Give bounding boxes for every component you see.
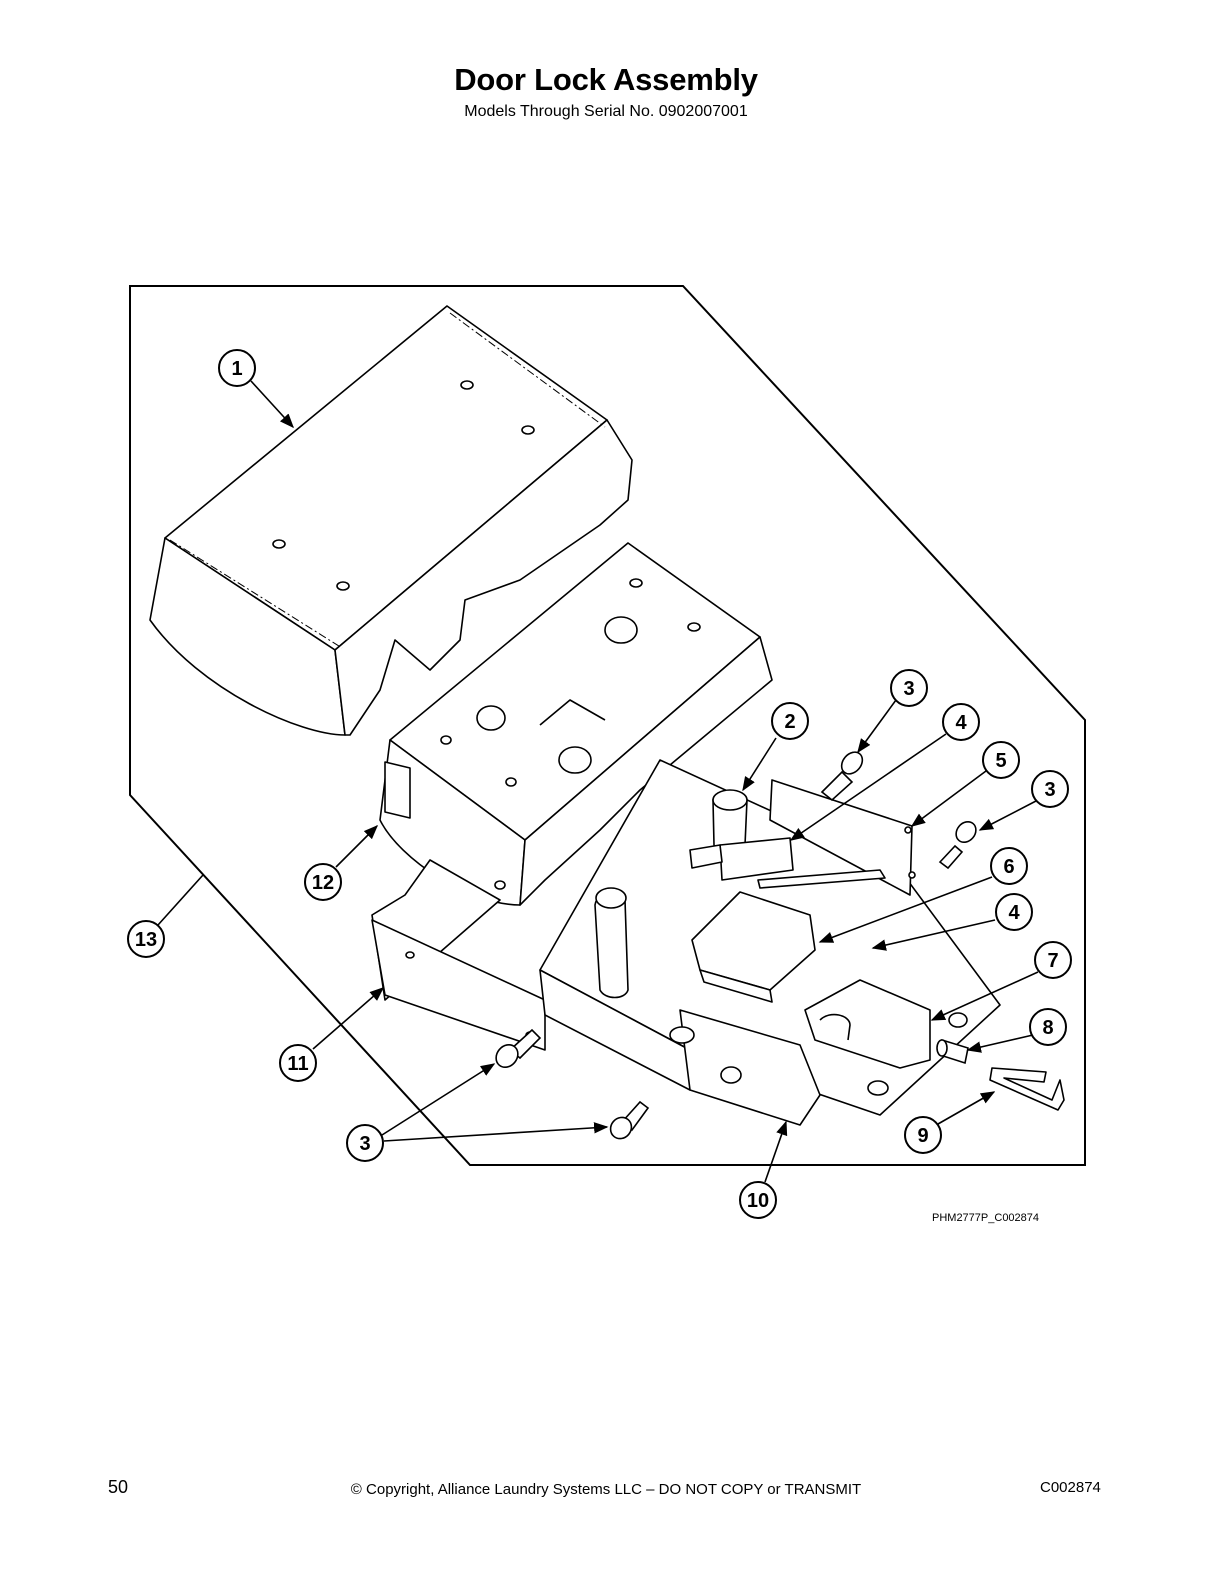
callout-10: 10 — [739, 1181, 777, 1219]
pin-part — [936, 1038, 969, 1065]
clip-part — [989, 1067, 1065, 1111]
callout-11: 11 — [279, 1044, 317, 1082]
switch-plate-part — [769, 779, 916, 896]
callout-4a: 4 — [942, 703, 980, 741]
callout-3c-label: 3 — [359, 1133, 370, 1155]
callout-13-label: 13 — [135, 929, 157, 951]
callout-11-label: 11 — [287, 1053, 308, 1075]
callout-10-label: 10 — [747, 1190, 769, 1212]
callout-6-label: 6 — [1003, 856, 1014, 878]
callout-12: 12 — [304, 863, 342, 901]
callout-5: 5 — [982, 741, 1020, 779]
callout-13: 13 — [127, 920, 165, 958]
callout-2: 2 — [771, 702, 809, 740]
callout-6: 6 — [990, 847, 1028, 885]
callout-3a: 3 — [890, 669, 928, 707]
solenoid-part — [691, 891, 816, 1003]
callout-5-label: 5 — [995, 750, 1006, 772]
cover-part — [149, 305, 633, 736]
callout-3a-label: 3 — [903, 678, 914, 700]
callout-3b: 3 — [1031, 770, 1069, 808]
leader-lines — [157, 380, 1039, 1183]
document-code: C002874 — [1040, 1479, 1101, 1496]
callout-3c: 3 — [346, 1124, 384, 1162]
callout-1-label: 1 — [231, 358, 242, 380]
side-plate-part — [371, 859, 546, 1051]
callout-7-label: 7 — [1047, 950, 1058, 972]
callout-7: 7 — [1034, 941, 1072, 979]
callout-8-label: 8 — [1042, 1017, 1053, 1039]
assembly-boundary — [129, 285, 1086, 1166]
upper-bracket-part — [379, 542, 773, 906]
copyright-notice: © Copyright, Alliance Laundry Systems LL… — [350, 1481, 862, 1498]
callout-9-label: 9 — [917, 1125, 928, 1147]
callout-4a-label: 4 — [955, 712, 967, 734]
page-title: Door Lock Assembly — [454, 62, 758, 97]
callout-9: 9 — [904, 1116, 942, 1154]
page-number: 50 — [108, 1477, 129, 1497]
callout-4b: 4 — [995, 893, 1033, 931]
callout-1: 1 — [218, 349, 256, 387]
screw-parts — [495, 751, 977, 1140]
callout-12-label: 12 — [312, 872, 334, 894]
latch-part — [804, 979, 931, 1069]
page-subtitle: Models Through Serial No. 0902007001 — [464, 103, 748, 120]
callout-2-label: 2 — [784, 711, 795, 733]
drawing-code: PHM2777P_C002874 — [932, 1212, 1040, 1224]
callout-4b-label: 4 — [1008, 902, 1020, 924]
micro-switch-part — [689, 837, 886, 889]
callout-8: 8 — [1029, 1008, 1067, 1046]
callout-3b-label: 3 — [1044, 779, 1055, 801]
